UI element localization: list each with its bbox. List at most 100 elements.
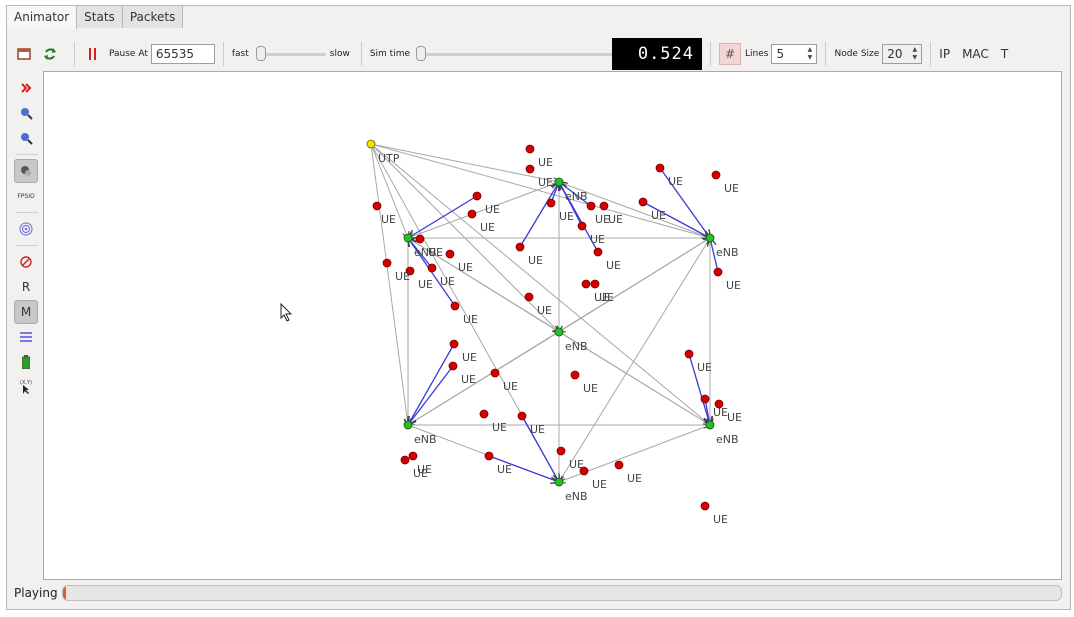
- ue-node[interactable]: [448, 361, 458, 371]
- pgw-label: UTP: [378, 152, 400, 165]
- ue-node[interactable]: [577, 221, 587, 231]
- spin-arrows-icon[interactable]: ▲▼: [912, 46, 918, 61]
- m-toggle-button[interactable]: M: [14, 300, 38, 324]
- ue-node[interactable]: [593, 247, 603, 257]
- ue-node[interactable]: [405, 266, 415, 276]
- ue-node[interactable]: [599, 201, 609, 211]
- pgw-node[interactable]: [366, 139, 376, 149]
- ue-node[interactable]: [517, 411, 527, 421]
- ue-label: UE: [418, 278, 433, 291]
- ue-node[interactable]: [490, 368, 500, 378]
- ue-label: UE: [428, 246, 443, 259]
- ue-node[interactable]: [546, 198, 556, 208]
- ue-node[interactable]: [382, 258, 392, 268]
- no-entry-icon[interactable]: [14, 250, 38, 274]
- enb-node[interactable]: [403, 233, 413, 243]
- mac-toggle-button[interactable]: MAC: [962, 47, 989, 61]
- ue-node[interactable]: [714, 399, 724, 409]
- grid-toggle-button[interactable]: #: [719, 43, 742, 65]
- ue-node[interactable]: [415, 234, 425, 244]
- ue-node[interactable]: [372, 201, 382, 211]
- ue-node[interactable]: [400, 455, 410, 465]
- reload-icon[interactable]: [40, 44, 60, 64]
- r-toggle-button[interactable]: R: [21, 280, 31, 294]
- fps-icon[interactable]: FPSIO: [17, 192, 35, 200]
- ue-node[interactable]: [408, 451, 418, 461]
- speed-slider-thumb[interactable]: [255, 46, 266, 61]
- enb-node[interactable]: [705, 233, 715, 243]
- tab-packets[interactable]: Packets: [121, 5, 184, 28]
- pause-at-input[interactable]: 65535: [150, 44, 215, 64]
- ue-label: UE: [492, 421, 507, 434]
- ue-label: UE: [395, 270, 410, 283]
- playing-status: Playing: [14, 586, 58, 600]
- ue-node[interactable]: [525, 164, 535, 174]
- spin-arrows-icon[interactable]: ▲▼: [807, 46, 813, 61]
- enb-node[interactable]: [554, 477, 564, 487]
- radio-link: [408, 343, 455, 425]
- ue-node[interactable]: [479, 409, 489, 419]
- ue-node[interactable]: [556, 446, 566, 456]
- enb-node[interactable]: [705, 420, 715, 430]
- fast-forward-icon[interactable]: [14, 76, 38, 100]
- enb-node[interactable]: [554, 327, 564, 337]
- ue-label: UE: [727, 411, 742, 424]
- ue-node[interactable]: [684, 349, 694, 359]
- ue-node[interactable]: [711, 170, 721, 180]
- enb-node[interactable]: [554, 177, 564, 187]
- enb-node[interactable]: [403, 420, 413, 430]
- ue-node[interactable]: [472, 191, 482, 201]
- ue-node[interactable]: [638, 197, 648, 207]
- ue-node[interactable]: [713, 267, 723, 277]
- ue-node[interactable]: [450, 301, 460, 311]
- ue-node[interactable]: [427, 263, 437, 273]
- ue-label: UE: [537, 304, 552, 317]
- ue-node[interactable]: [570, 370, 580, 380]
- open-file-icon[interactable]: [14, 44, 34, 64]
- ue-node[interactable]: [524, 292, 534, 302]
- ue-node[interactable]: [467, 209, 477, 219]
- speed-slider[interactable]: [255, 44, 326, 64]
- tab-animator[interactable]: Animator: [6, 5, 78, 29]
- ue-node[interactable]: [581, 279, 591, 289]
- radio-link: [559, 182, 583, 227]
- tab-stats[interactable]: Stats: [76, 5, 123, 28]
- radio-link: [710, 238, 719, 273]
- ue-node[interactable]: [700, 501, 710, 511]
- zoom-out-icon[interactable]: [14, 126, 38, 150]
- ue-node[interactable]: [579, 466, 589, 476]
- ue-node[interactable]: [590, 279, 600, 289]
- ue-node[interactable]: [525, 144, 535, 154]
- ue-node[interactable]: [586, 201, 596, 211]
- ue-node[interactable]: [655, 163, 665, 173]
- ue-label: UE: [530, 423, 545, 436]
- ue-node[interactable]: [449, 339, 459, 349]
- ue-node[interactable]: [515, 242, 525, 252]
- wireless-circles-icon[interactable]: [14, 217, 38, 241]
- lines-spinbox[interactable]: 5 ▲▼: [771, 44, 818, 64]
- node-size-spinbox[interactable]: 20 ▲▼: [882, 44, 923, 64]
- radio-link: [688, 353, 710, 425]
- mouse-cursor-icon: [280, 303, 293, 322]
- sim-time-slider-thumb[interactable]: [416, 46, 427, 61]
- ue-node[interactable]: [484, 451, 494, 461]
- ue-label: UE: [461, 373, 476, 386]
- ip-toggle-button[interactable]: IP: [939, 47, 951, 61]
- sim-time-slider[interactable]: [416, 44, 613, 64]
- ue-node[interactable]: [700, 394, 710, 404]
- zoom-in-icon[interactable]: [14, 101, 38, 125]
- sim-time-label: Sim time: [369, 49, 411, 59]
- ue-label: UE: [726, 279, 741, 292]
- cursor-xy-icon[interactable]: (X,Y): [14, 375, 38, 399]
- speed-slow-label: slow: [329, 49, 350, 59]
- ue-node[interactable]: [614, 460, 624, 470]
- list-icon[interactable]: [14, 325, 38, 349]
- backhaul-link: [558, 181, 710, 238]
- ue-node[interactable]: [445, 249, 455, 259]
- t-toggle-button[interactable]: T: [1000, 47, 1009, 61]
- packet-view-icon[interactable]: [14, 159, 38, 183]
- pause-icon[interactable]: [83, 44, 103, 64]
- ue-label: UE: [583, 382, 598, 395]
- battery-icon[interactable]: [14, 350, 38, 374]
